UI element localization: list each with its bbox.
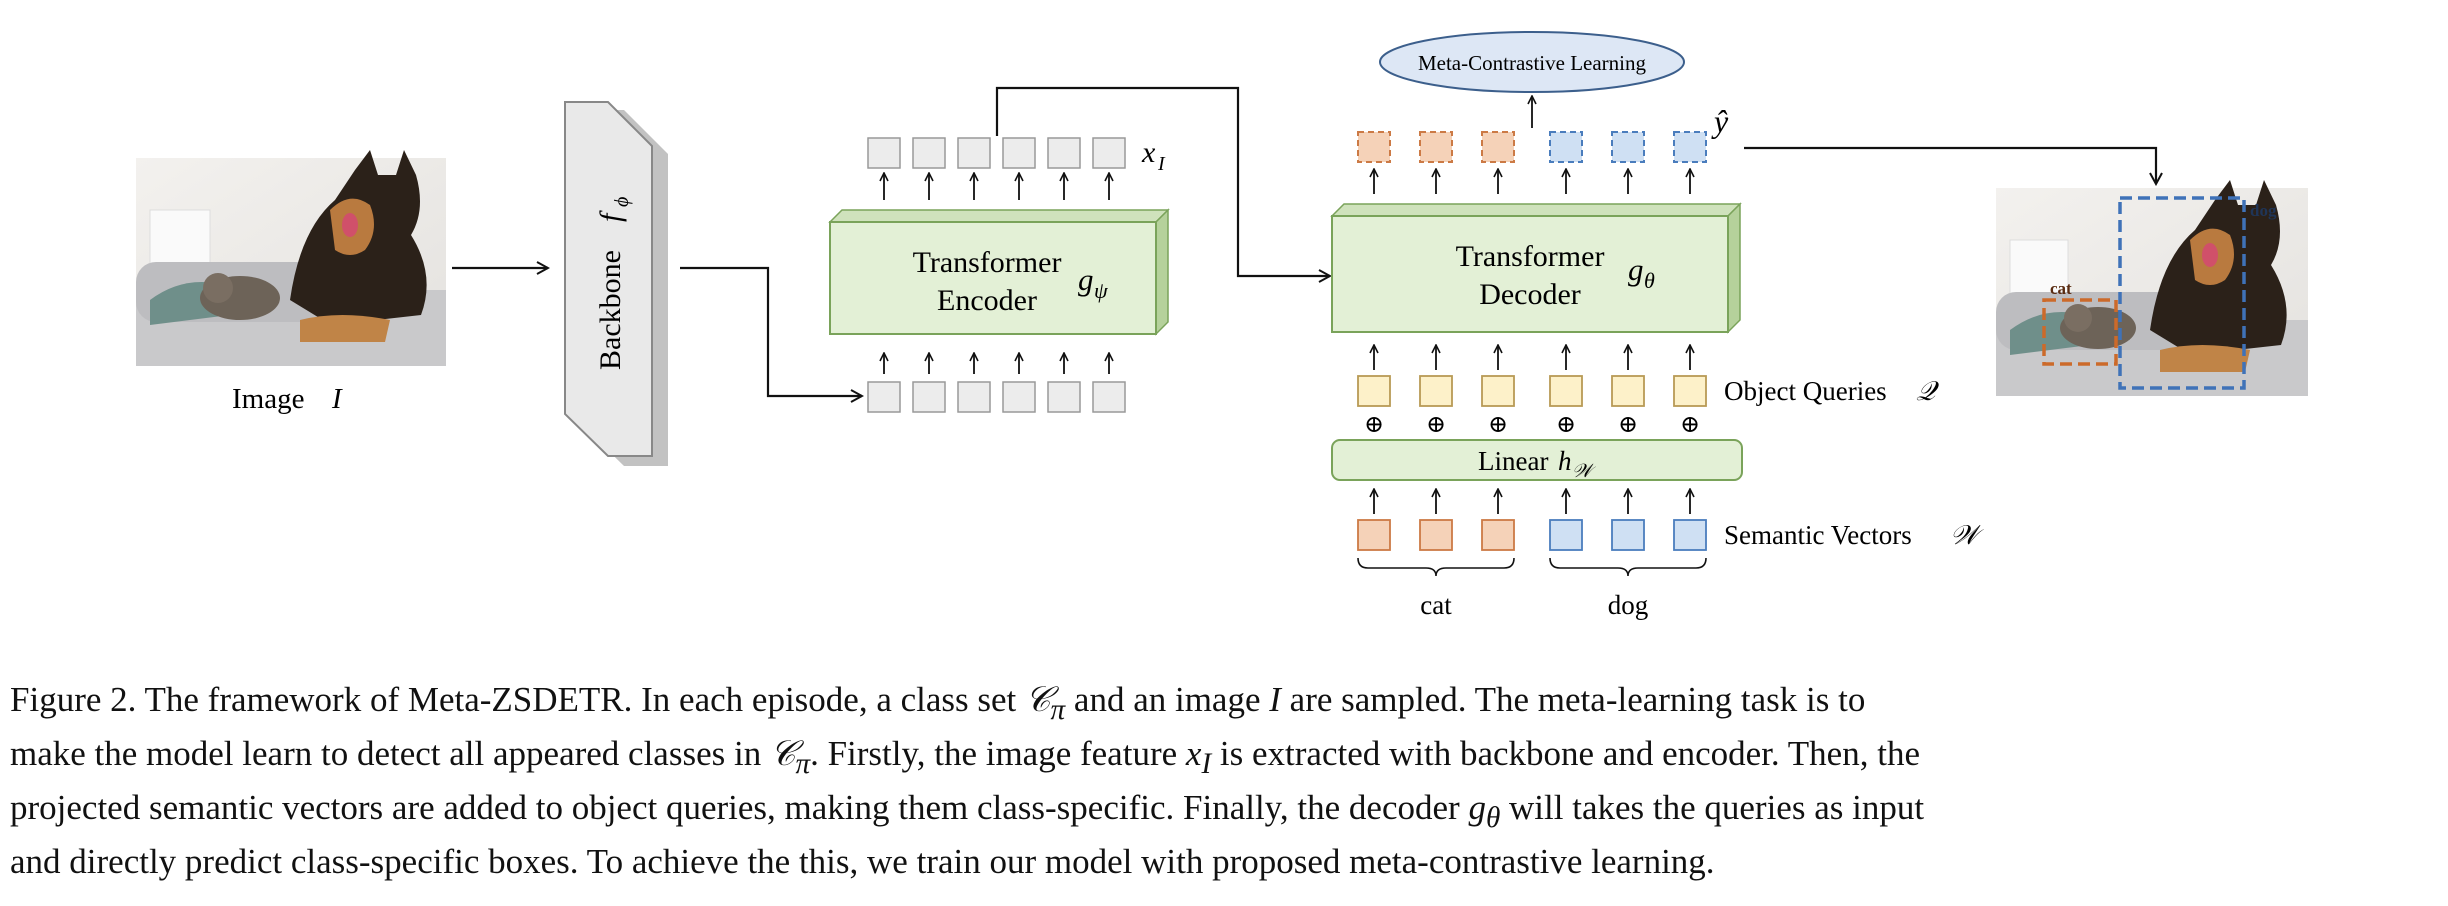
encoder-symbol: g [1078,262,1094,297]
input-image [136,150,446,366]
feature-symbol: x [1141,136,1156,169]
arrow-backbone-to-encoder [680,266,862,396]
semantic-to-linear-arrows [1374,489,1690,514]
encoder-label-line2: Encoder [937,284,1037,317]
transformer-encoder-block [828,208,1170,336]
decoder-output-predictions [1357,131,1707,163]
dog-box-label: dog [2250,201,2277,220]
svg-text:⊕: ⊕ [1680,412,1700,438]
linear-symbol-sub: 𝒲 [1572,461,1596,482]
output-image [1996,180,2308,396]
caption-line-3: projected semantic vectors are added to … [10,788,1925,834]
arrow-encoder-to-decoder [995,86,1330,276]
dog-brace [1549,557,1707,577]
dog-bounding-box [2118,196,2246,390]
meta-contrastive-ellipse [1379,31,1685,93]
caption-line-2: make the model learn to detect all appea… [10,734,1920,780]
query-to-decoder-arrows [1374,345,1690,370]
decoder-label-line2: Decoder [1479,278,1581,311]
caption-line-1: Figure 2. The framework of Meta-ZSDETR. … [10,680,1866,726]
svg-text:⊕: ⊕ [1488,412,1508,438]
encoder-symbol-sub: ψ [1094,278,1108,303]
object-queries-symbol: 𝒬 [1916,376,1940,406]
svg-text:⊕: ⊕ [1556,412,1576,438]
class-cat-label: cat [1420,590,1452,620]
meta-contrastive-label: Meta-Contrastive Learning [1418,51,1647,75]
plus-symbols: ⊕ ⊕ ⊕ ⊕ ⊕ ⊕ [1364,412,1700,438]
linear-symbol: h [1558,446,1572,476]
encoder-output-tokens [867,137,1126,169]
image-symbol: I [331,383,343,415]
cat-bounding-box [2042,298,2118,366]
linear-block [1331,439,1743,481]
encoder-output-arrows [884,173,1109,200]
prediction-symbol: ŷ [1711,103,1729,139]
decoder-symbol: g [1628,252,1644,287]
cat-box-label: cat [2050,279,2072,298]
transformer-decoder-block [1330,202,1742,334]
encoder-input-tokens [867,381,1126,413]
image-label: Image [232,383,304,415]
cat-brace [1357,557,1515,577]
decoder-label-line1: Transformer [1456,240,1605,273]
object-queries-label: Object Queries [1724,376,1887,406]
encoder-label-line1: Transformer [913,246,1062,279]
class-dog-label: dog [1608,590,1649,620]
object-queries [1357,375,1707,407]
decoder-output-arrows [1374,169,1690,194]
semantic-vectors [1357,519,1707,551]
caption-line-4: and directly predict class-specific boxe… [10,842,1715,881]
framework-diagram: Image I Backbone f ϕ Transformer Encoder… [136,31,2308,620]
backbone-label: Backbone [594,250,627,370]
decoder-symbol-sub: θ [1644,268,1655,293]
feature-symbol-sub: I [1157,153,1166,175]
svg-text:⊕: ⊕ [1618,412,1638,438]
semantic-vectors-symbol: 𝒲 [1950,520,1984,550]
backbone-symbol-sub: ϕ [611,197,633,207]
figure-caption: Figure 2. The framework of Meta-ZSDETR. … [10,678,2438,884]
encoder-input-arrows [884,353,1109,374]
svg-text:⊕: ⊕ [1426,412,1446,438]
arrow-to-output-image [1744,146,2156,184]
linear-label: Linear [1478,446,1548,476]
semantic-vectors-label: Semantic Vectors [1724,520,1912,550]
backbone-block [564,101,668,466]
svg-text:⊕: ⊕ [1364,412,1384,438]
